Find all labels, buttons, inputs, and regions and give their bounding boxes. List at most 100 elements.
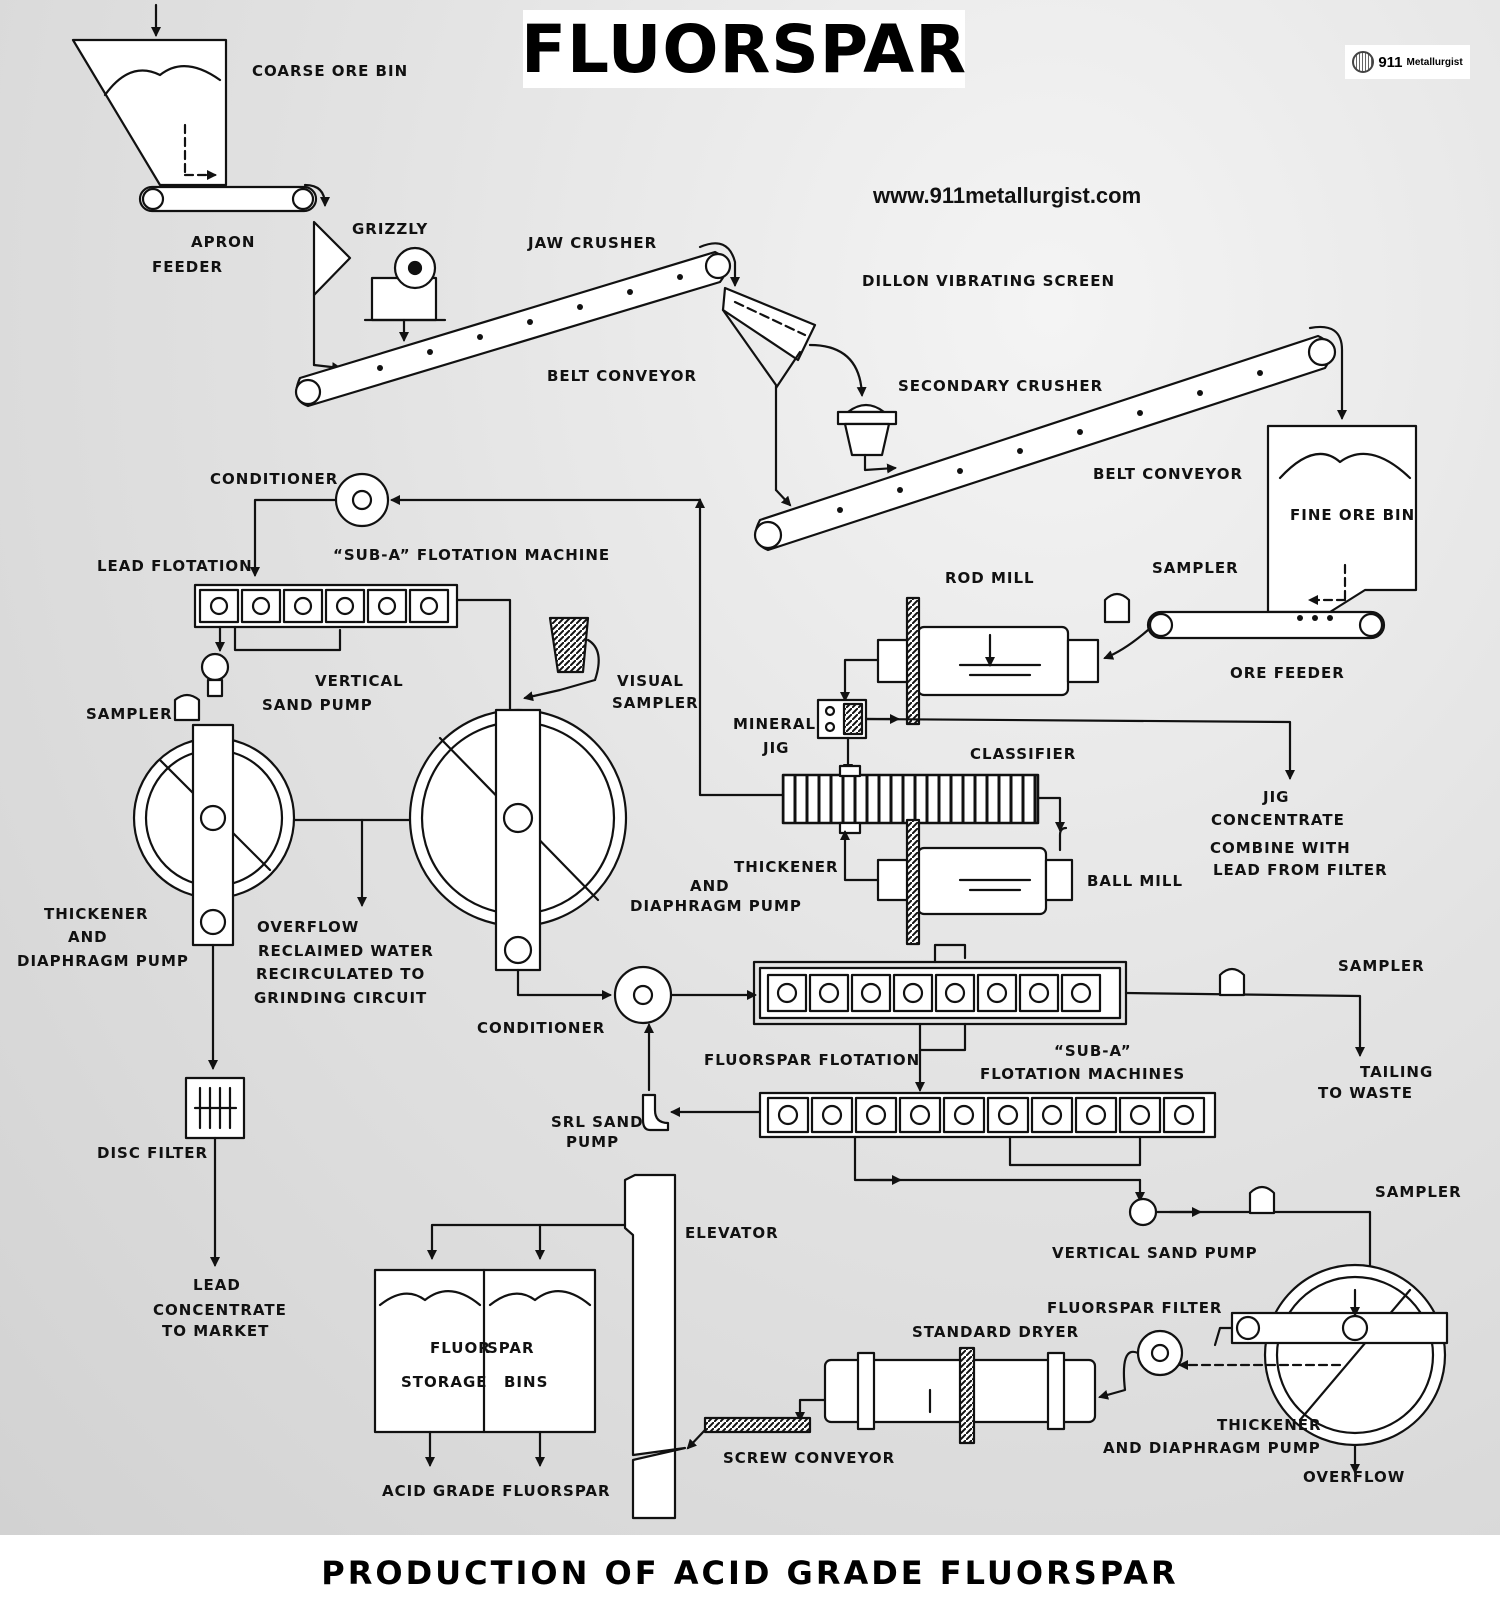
- dillon-vibrating-screen: [721, 286, 867, 507]
- elevator: [427, 1173, 687, 1520]
- ore-sampler: [1103, 592, 1131, 624]
- conditioner-top: [250, 472, 702, 577]
- label-fluorspar-filter: FLUORSPAR FILTER: [1047, 1299, 1223, 1317]
- label-grizzly: GRIZZLY: [352, 220, 429, 238]
- srl-sand-pump: [641, 1023, 670, 1132]
- label-secondary-crusher: SECONDARY CRUSHER: [898, 377, 1104, 395]
- label-belt-conveyor-1: BELT CONVEYOR: [547, 367, 698, 385]
- rod-mill: [840, 596, 1100, 726]
- label-lead-concentrate-2: CONCENTRATE: [153, 1301, 287, 1319]
- fluorspar-storage-bins: [373, 1268, 597, 1467]
- label-vertical-sand-pump: VERTICAL SAND PUMP: [1052, 1244, 1258, 1262]
- process-flowsheet: [71, 3, 1449, 1520]
- label-vertical: VERTICAL: [315, 672, 404, 690]
- fluorspar-flotation-lower: [670, 1091, 1217, 1202]
- label-fine-ore-bin: FINE ORE BIN: [1290, 506, 1416, 524]
- label-jaw-crusher: JAW CRUSHER: [528, 234, 658, 252]
- label-thickener-mid-1: THICKENER: [734, 858, 839, 876]
- label-dillon-screen: DILLON VIBRATING SCREEN: [862, 272, 1116, 290]
- lead-flotation-machine: [193, 583, 515, 807]
- label-sub-a-machines-2: FLOTATION MACHINES: [980, 1065, 1186, 1083]
- label-sampler-lower: SAMPLER: [1375, 1183, 1462, 1201]
- logo-word: Metallurgist: [1406, 56, 1463, 68]
- label-rod-mill: ROD MILL: [945, 569, 1035, 587]
- label-storage-1b: SPAR: [487, 1339, 535, 1357]
- fluorspar-filter: [1098, 1329, 1184, 1400]
- label-lead-concentrate-3: TO MARKET: [162, 1322, 270, 1340]
- belt-conveyor-2: [753, 325, 1347, 552]
- label-mineral: MINERAL: [733, 715, 817, 733]
- thickener-middle: [408, 708, 628, 1000]
- coarse-ore-bin: [71, 3, 228, 187]
- label-conditioner-middle: CONDITIONER: [477, 1019, 606, 1037]
- label-thickener-mid-3: DIAPHRAGM PUMP: [630, 897, 802, 915]
- label-feeder: FEEDER: [152, 258, 223, 276]
- label-storage-2a: STORAGE: [401, 1373, 488, 1391]
- label-classifier: CLASSIFIER: [970, 745, 1077, 763]
- logo-number: 911: [1378, 53, 1403, 71]
- label-sand-pump: SAND PUMP: [262, 696, 373, 714]
- title-banner: FLUORSPAR: [520, 10, 968, 88]
- ball-mill: [840, 818, 1074, 946]
- secondary-crusher: [836, 403, 898, 474]
- conditioner-middle: [613, 965, 757, 1025]
- label-jig-concentrate-1: JIG: [1263, 788, 1290, 806]
- label-visual: VISUAL: [617, 672, 684, 690]
- mineral-jig: [816, 698, 1295, 780]
- label-screw-conveyor: SCREW CONVEYOR: [723, 1449, 896, 1467]
- label-srl-1: SRL SAND: [551, 1113, 644, 1131]
- brand-logo: 911 Metallurgist: [1345, 45, 1470, 79]
- label-jig: JIG: [763, 739, 790, 757]
- label-overflow-2: RECLAIMED WATER: [258, 942, 434, 960]
- label-thickener-mid-2: AND: [690, 877, 730, 895]
- website-url: www.911metallurgist.com: [873, 183, 1142, 208]
- fluorspar-flotation-upper: [752, 943, 1365, 1092]
- standard-dryer: [795, 1346, 1097, 1445]
- label-sub-a-flotation-machine: “SUB-A” FLOTATION MACHINE: [333, 546, 611, 564]
- label-lead-concentrate-1: LEAD: [193, 1276, 241, 1294]
- screw-conveyor: [686, 1416, 812, 1450]
- label-overflow-lower: OVERFLOW: [1303, 1468, 1406, 1486]
- label-overflow-4: GRINDING CIRCUIT: [254, 989, 428, 1007]
- label-fluorspar-flotation: FLUORSPAR FLOTATION: [704, 1051, 921, 1069]
- vertical-sand-pump-top: [200, 652, 230, 698]
- label-ball-mill: BALL MILL: [1087, 872, 1184, 890]
- grizzly: [312, 220, 352, 373]
- label-thickener-lower-1: THICKENER: [1217, 1416, 1322, 1434]
- ore-feeder: [1103, 610, 1386, 660]
- label-lead-flotation: LEAD FLOTATION: [97, 557, 253, 575]
- jaw-crusher: [363, 246, 447, 342]
- label-sub-a-machines-1: “SUB-A”: [1054, 1042, 1132, 1060]
- label-overflow-3: RECIRCULATED TO: [256, 965, 426, 983]
- sampler-left: [173, 693, 201, 722]
- page-title: FLUORSPAR: [520, 10, 968, 88]
- label-thickener-left-3: DIAPHRAGM PUMP: [17, 952, 189, 970]
- belt-conveyor-1: [294, 242, 740, 408]
- classifier: [695, 498, 1065, 835]
- label-ore-feeder: ORE FEEDER: [1230, 664, 1345, 682]
- apron-feeder: [138, 183, 330, 213]
- label-elevator: ELEVATOR: [685, 1224, 779, 1242]
- sampler-right: [1218, 967, 1246, 997]
- label-thickener-left-1: THICKENER: [44, 905, 149, 923]
- label-thickener-left-2: AND: [68, 928, 108, 946]
- label-overflow-1: OVERFLOW: [257, 918, 360, 936]
- label-acid-grade: ACID GRADE FLUORSPAR: [382, 1482, 611, 1500]
- diagram-caption: PRODUCTION OF ACID GRADE FLUORSPAR: [321, 1554, 1179, 1592]
- sampler-lower: [1248, 1185, 1276, 1215]
- label-conditioner-top: CONDITIONER: [210, 470, 339, 488]
- label-storage-1a: FLUOR: [430, 1339, 491, 1357]
- label-sampler-right: SAMPLER: [1338, 957, 1425, 975]
- disc-filter: [184, 1076, 246, 1267]
- label-coarse-ore-bin: COARSE ORE BIN: [252, 62, 409, 80]
- label-apron: APRON: [191, 233, 256, 251]
- label-tailing-2: TO WASTE: [1318, 1084, 1413, 1102]
- label-disc-filter: DISC FILTER: [97, 1144, 208, 1162]
- label-combine-2: LEAD FROM FILTER: [1213, 861, 1388, 879]
- globe-icon: [1352, 51, 1375, 73]
- label-belt-conveyor-2: BELT CONVEYOR: [1093, 465, 1244, 483]
- label-jig-concentrate-2: CONCENTRATE: [1211, 811, 1345, 829]
- label-storage-2b: BINS: [504, 1373, 549, 1391]
- label-sampler-left: SAMPLER: [86, 705, 173, 723]
